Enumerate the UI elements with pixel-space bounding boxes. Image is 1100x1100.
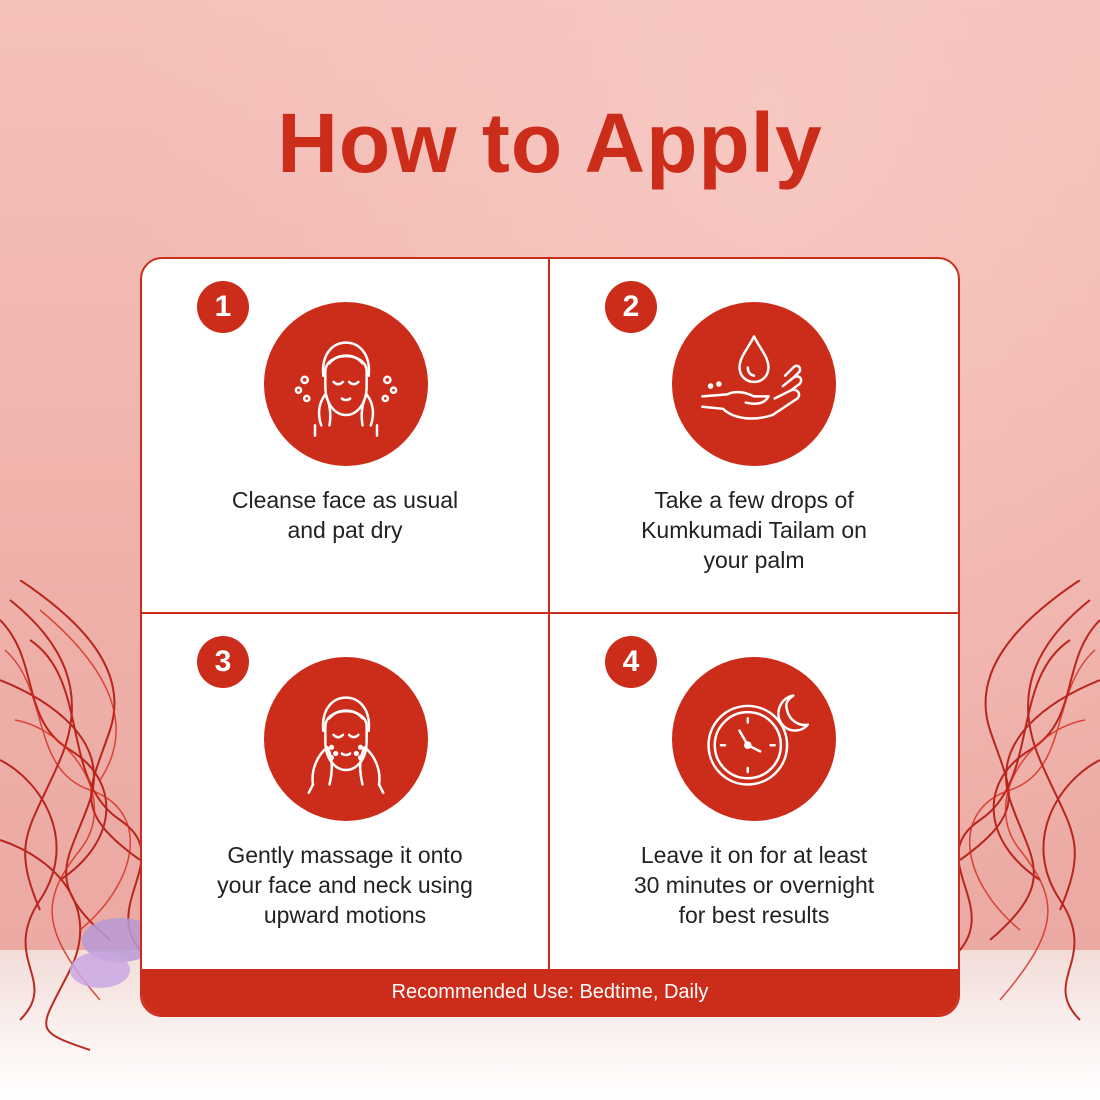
step-4: 4 Leave it on for at least 30 minutes or… [550,614,958,969]
step-text-line: Kumkumadi Tailam on [641,517,867,543]
instructions-card: 1 [140,257,960,1017]
recommended-use-banner: Recommended Use: Bedtime, Daily [142,969,958,1015]
step-text-line: Leave it on for at least [640,842,868,868]
step-text-line: 30 minutes or overnight [633,872,875,898]
step-text: Cleanse face as usual and pat dry [162,485,528,545]
face-cleanse-icon [264,302,428,466]
step-text: Take a few drops of Kumkumadi Tailam on … [570,485,938,575]
step-number-badge: 4 [605,636,657,688]
clock-moon-icon [672,657,836,821]
saffron-decoration-left [0,580,158,1051]
step-text-line: your face and neck using [217,872,473,898]
step-text: Leave it on for at least 30 minutes or o… [570,840,938,930]
step-text-line: and pat dry [287,517,403,543]
face-massage-icon [264,657,428,821]
steps-grid: 1 [142,259,958,969]
step-number-badge: 2 [605,281,657,333]
step-2: 2 Take a few drops of Kumkumadi Tailam o… [550,259,958,614]
step-number-badge: 1 [197,281,249,333]
step-3: 3 [142,614,550,969]
step-text: Gently massage it onto your face and nec… [162,840,528,930]
step-1: 1 [142,259,550,614]
step-text-line: Gently massage it onto [227,842,463,868]
step-text-line: upward motions [263,902,427,928]
step-number-badge: 3 [197,636,249,688]
saffron-decoration-right [949,580,1100,1021]
page-title: How to Apply [277,96,823,190]
step-text-line: Take a few drops of [654,487,854,513]
step-text-line: Cleanse face as usual [231,487,459,513]
step-text-line: for best results [678,902,830,928]
oil-drop-hand-icon [672,302,836,466]
step-text-line: your palm [703,547,805,573]
